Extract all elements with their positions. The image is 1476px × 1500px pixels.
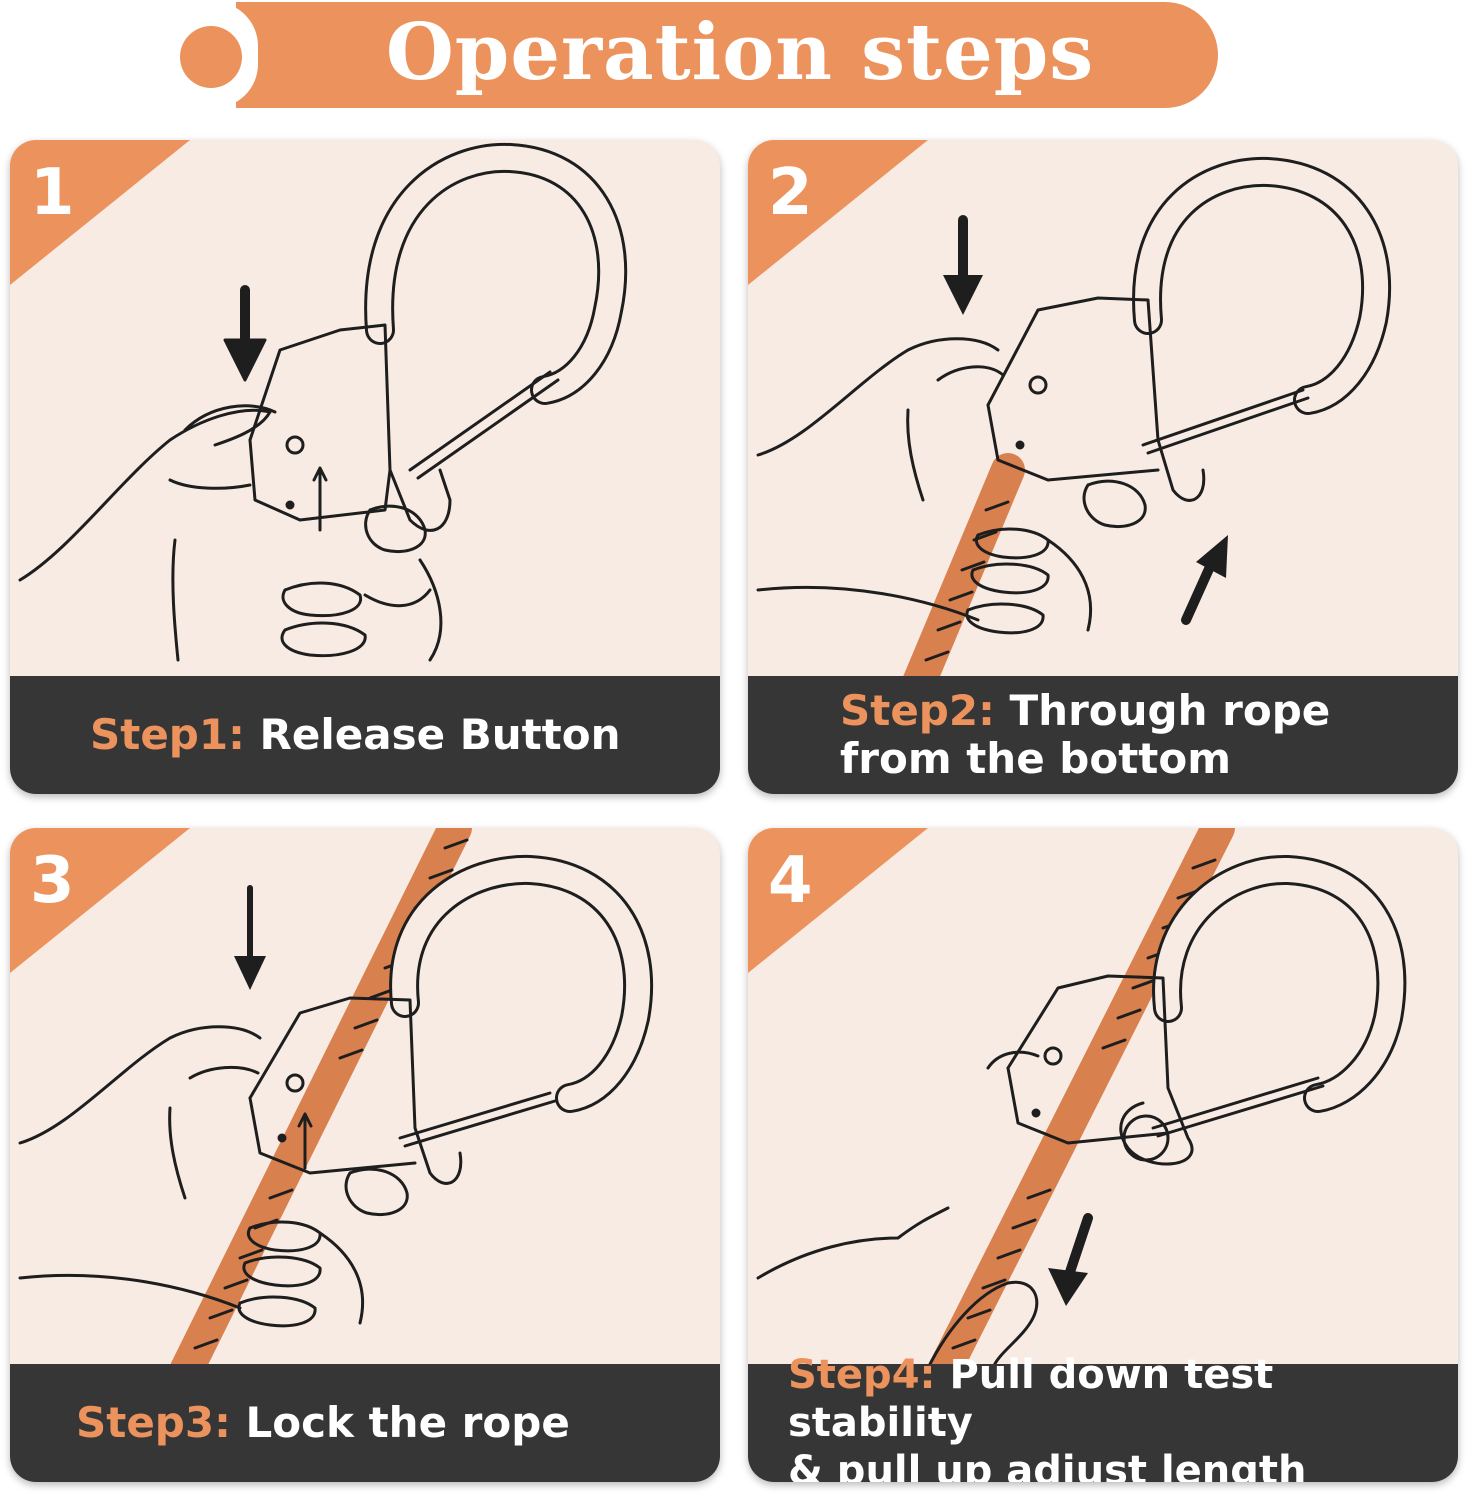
step-label: Step1: [90,710,245,759]
step-label: Step2: [840,686,995,735]
step-label: Step4: [788,1352,936,1398]
lock-rope-icon [18,828,654,1368]
step-caption: Step2: Through rope from the bottom [748,676,1458,794]
rope-through-bottom-icon [756,156,1392,680]
header-dot-icon [180,26,242,88]
step-number: 1 [30,156,75,230]
step-number: 3 [30,844,75,918]
hand-pressing-button-icon [18,142,628,662]
step-number: 4 [768,844,813,918]
step-text: Pull down test stability [788,1352,1274,1446]
step-caption: Step4: Pull down test stability & pull u… [748,1352,1458,1482]
step-text: Lock the rope [245,1398,570,1447]
step-panel-1: 1 Step1: Release Button [10,140,720,794]
header-bar [236,2,1218,108]
step-text: Release Button [259,710,621,759]
step-text: Through rope [1009,686,1331,735]
caption-line-1: Step4: Pull down test stability [788,1351,1458,1447]
caption-line-1: Step3: Lock the rope [76,1399,720,1447]
step-panel-3: 3 Step3: Lock the rope [10,828,720,1482]
step-panel-2: 2 Step2: Through rope from the bottom [748,140,1458,794]
pull-rope-icon [756,828,1407,1368]
step-panel-4: 4 Step4: Pull down test stability & pull… [748,828,1458,1482]
caption-line-2: & pull up adjust length [788,1448,1307,1482]
caption-line-1: Step2: Through rope [840,687,1458,735]
page-title: Operation steps [385,7,1095,98]
caption-line-2: from the bottom [840,734,1232,783]
step-caption: Step1: Release Button [10,676,720,794]
step-label: Step3: [76,1398,231,1447]
caption-line-1: Step1: Release Button [90,711,720,759]
step-number: 2 [768,156,813,230]
step-caption: Step3: Lock the rope [10,1364,720,1482]
